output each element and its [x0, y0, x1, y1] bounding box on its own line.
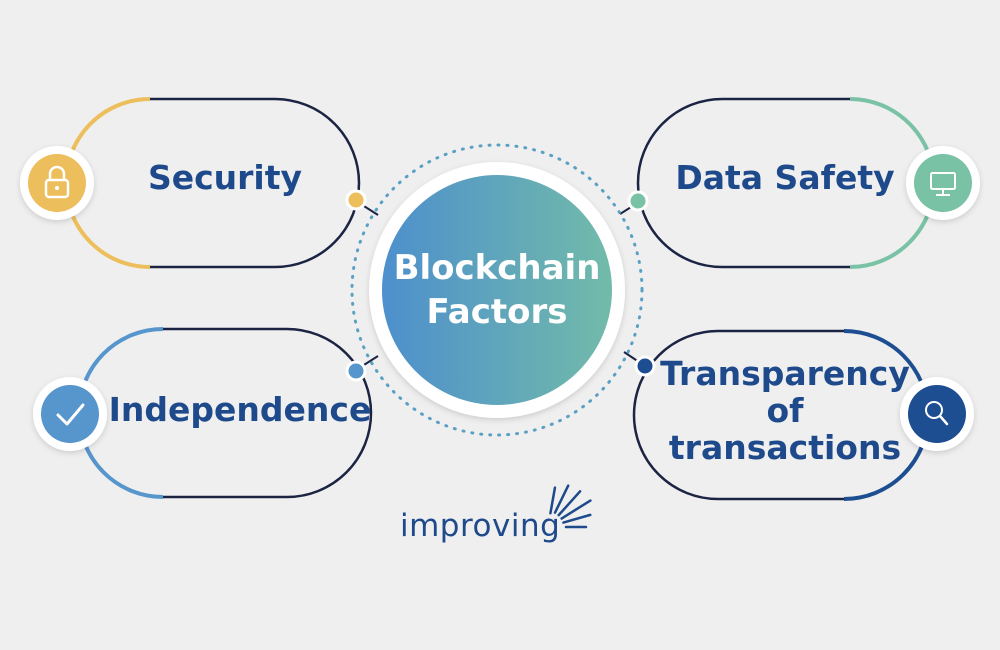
- improving-logo-burst: [549, 484, 592, 529]
- logo-ray: [562, 513, 592, 524]
- magnifier-icon: [900, 377, 974, 451]
- factor-label-security: Security: [147, 158, 303, 197]
- center-dotted-ring: [350, 143, 644, 437]
- factor-label-transparency: Transparency of transactions: [660, 354, 910, 467]
- factor-label-data-safety: Data Safety: [675, 158, 895, 197]
- padlock-icon: [20, 146, 94, 220]
- center-node: [350, 143, 644, 437]
- logo-ray: [560, 499, 592, 520]
- monitor-icon: [906, 146, 980, 220]
- logo-ray: [553, 484, 570, 514]
- logo-ray: [557, 490, 582, 517]
- data-safety-connector-dot: [627, 190, 649, 212]
- center-title: Blockchain Factors: [382, 246, 612, 334]
- logo-ray: [549, 486, 557, 515]
- security-connector-dot: [345, 189, 367, 211]
- factor-label-independence: Independence: [108, 390, 372, 429]
- brand-wordmark: improving: [400, 508, 561, 544]
- center-title-line1: Blockchain: [393, 248, 601, 288]
- center-gradient-disc: [382, 175, 612, 405]
- center-title-line2: Factors: [426, 292, 568, 333]
- independence-connector-dot: [345, 360, 367, 382]
- transparency-connector-dot: [634, 355, 656, 377]
- checkmark-icon: [33, 377, 107, 451]
